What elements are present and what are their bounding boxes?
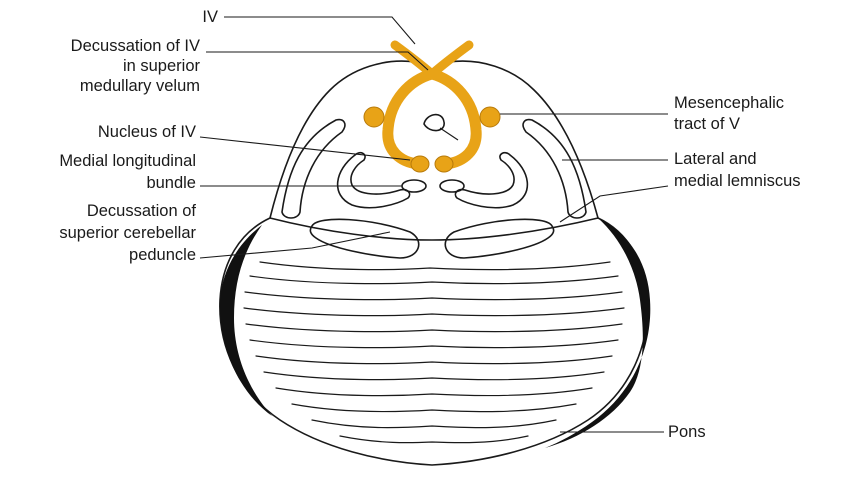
label-mlf: Medial longitudinal xyxy=(59,152,196,170)
pontine-fibers xyxy=(244,262,624,443)
label-mlf-line2: bundle xyxy=(146,174,196,192)
nucleus-iv-left xyxy=(411,156,429,172)
label-lemniscus-line2: medial lemniscus xyxy=(674,172,801,190)
pons-outline xyxy=(220,218,647,465)
leader-iv xyxy=(224,17,415,44)
mesencephalic-tract-right xyxy=(480,107,500,127)
aqueduct-stalk xyxy=(440,128,458,140)
trochlear-nerve xyxy=(388,45,476,172)
label-mesencephalic-line2: tract of V xyxy=(674,115,740,133)
label-decussation-iv-line3: medullary velum xyxy=(80,77,200,95)
lemniscus-band-right xyxy=(523,120,586,218)
label-nucleus-iv: Nucleus of IV xyxy=(98,123,196,141)
label-lemniscus: Lateral and xyxy=(674,150,757,168)
nucleus-iv-right xyxy=(435,156,453,172)
mesencephalic-tract-left xyxy=(364,107,384,127)
label-decussation-iv-line2: in superior xyxy=(123,57,201,75)
mlf-oval-left xyxy=(402,180,426,192)
tegmentum-outline xyxy=(270,61,598,218)
pons-body xyxy=(220,218,650,465)
leader-nucleus-iv xyxy=(200,137,410,160)
lemniscus-band-left xyxy=(282,120,345,218)
label-scp-line2: superior cerebellar xyxy=(59,224,196,242)
label-scp: Decussation of xyxy=(87,202,197,220)
label-mesencephalic: Mesencephalic xyxy=(674,94,784,112)
label-decussation-iv: Decussation of IV xyxy=(71,37,200,55)
mlf-oval-right xyxy=(440,180,464,192)
label-iv: IV xyxy=(202,8,218,26)
leader-medial-lemniscus xyxy=(560,186,668,222)
label-scp-line3: peduncle xyxy=(129,246,196,264)
label-pons: Pons xyxy=(668,423,706,441)
